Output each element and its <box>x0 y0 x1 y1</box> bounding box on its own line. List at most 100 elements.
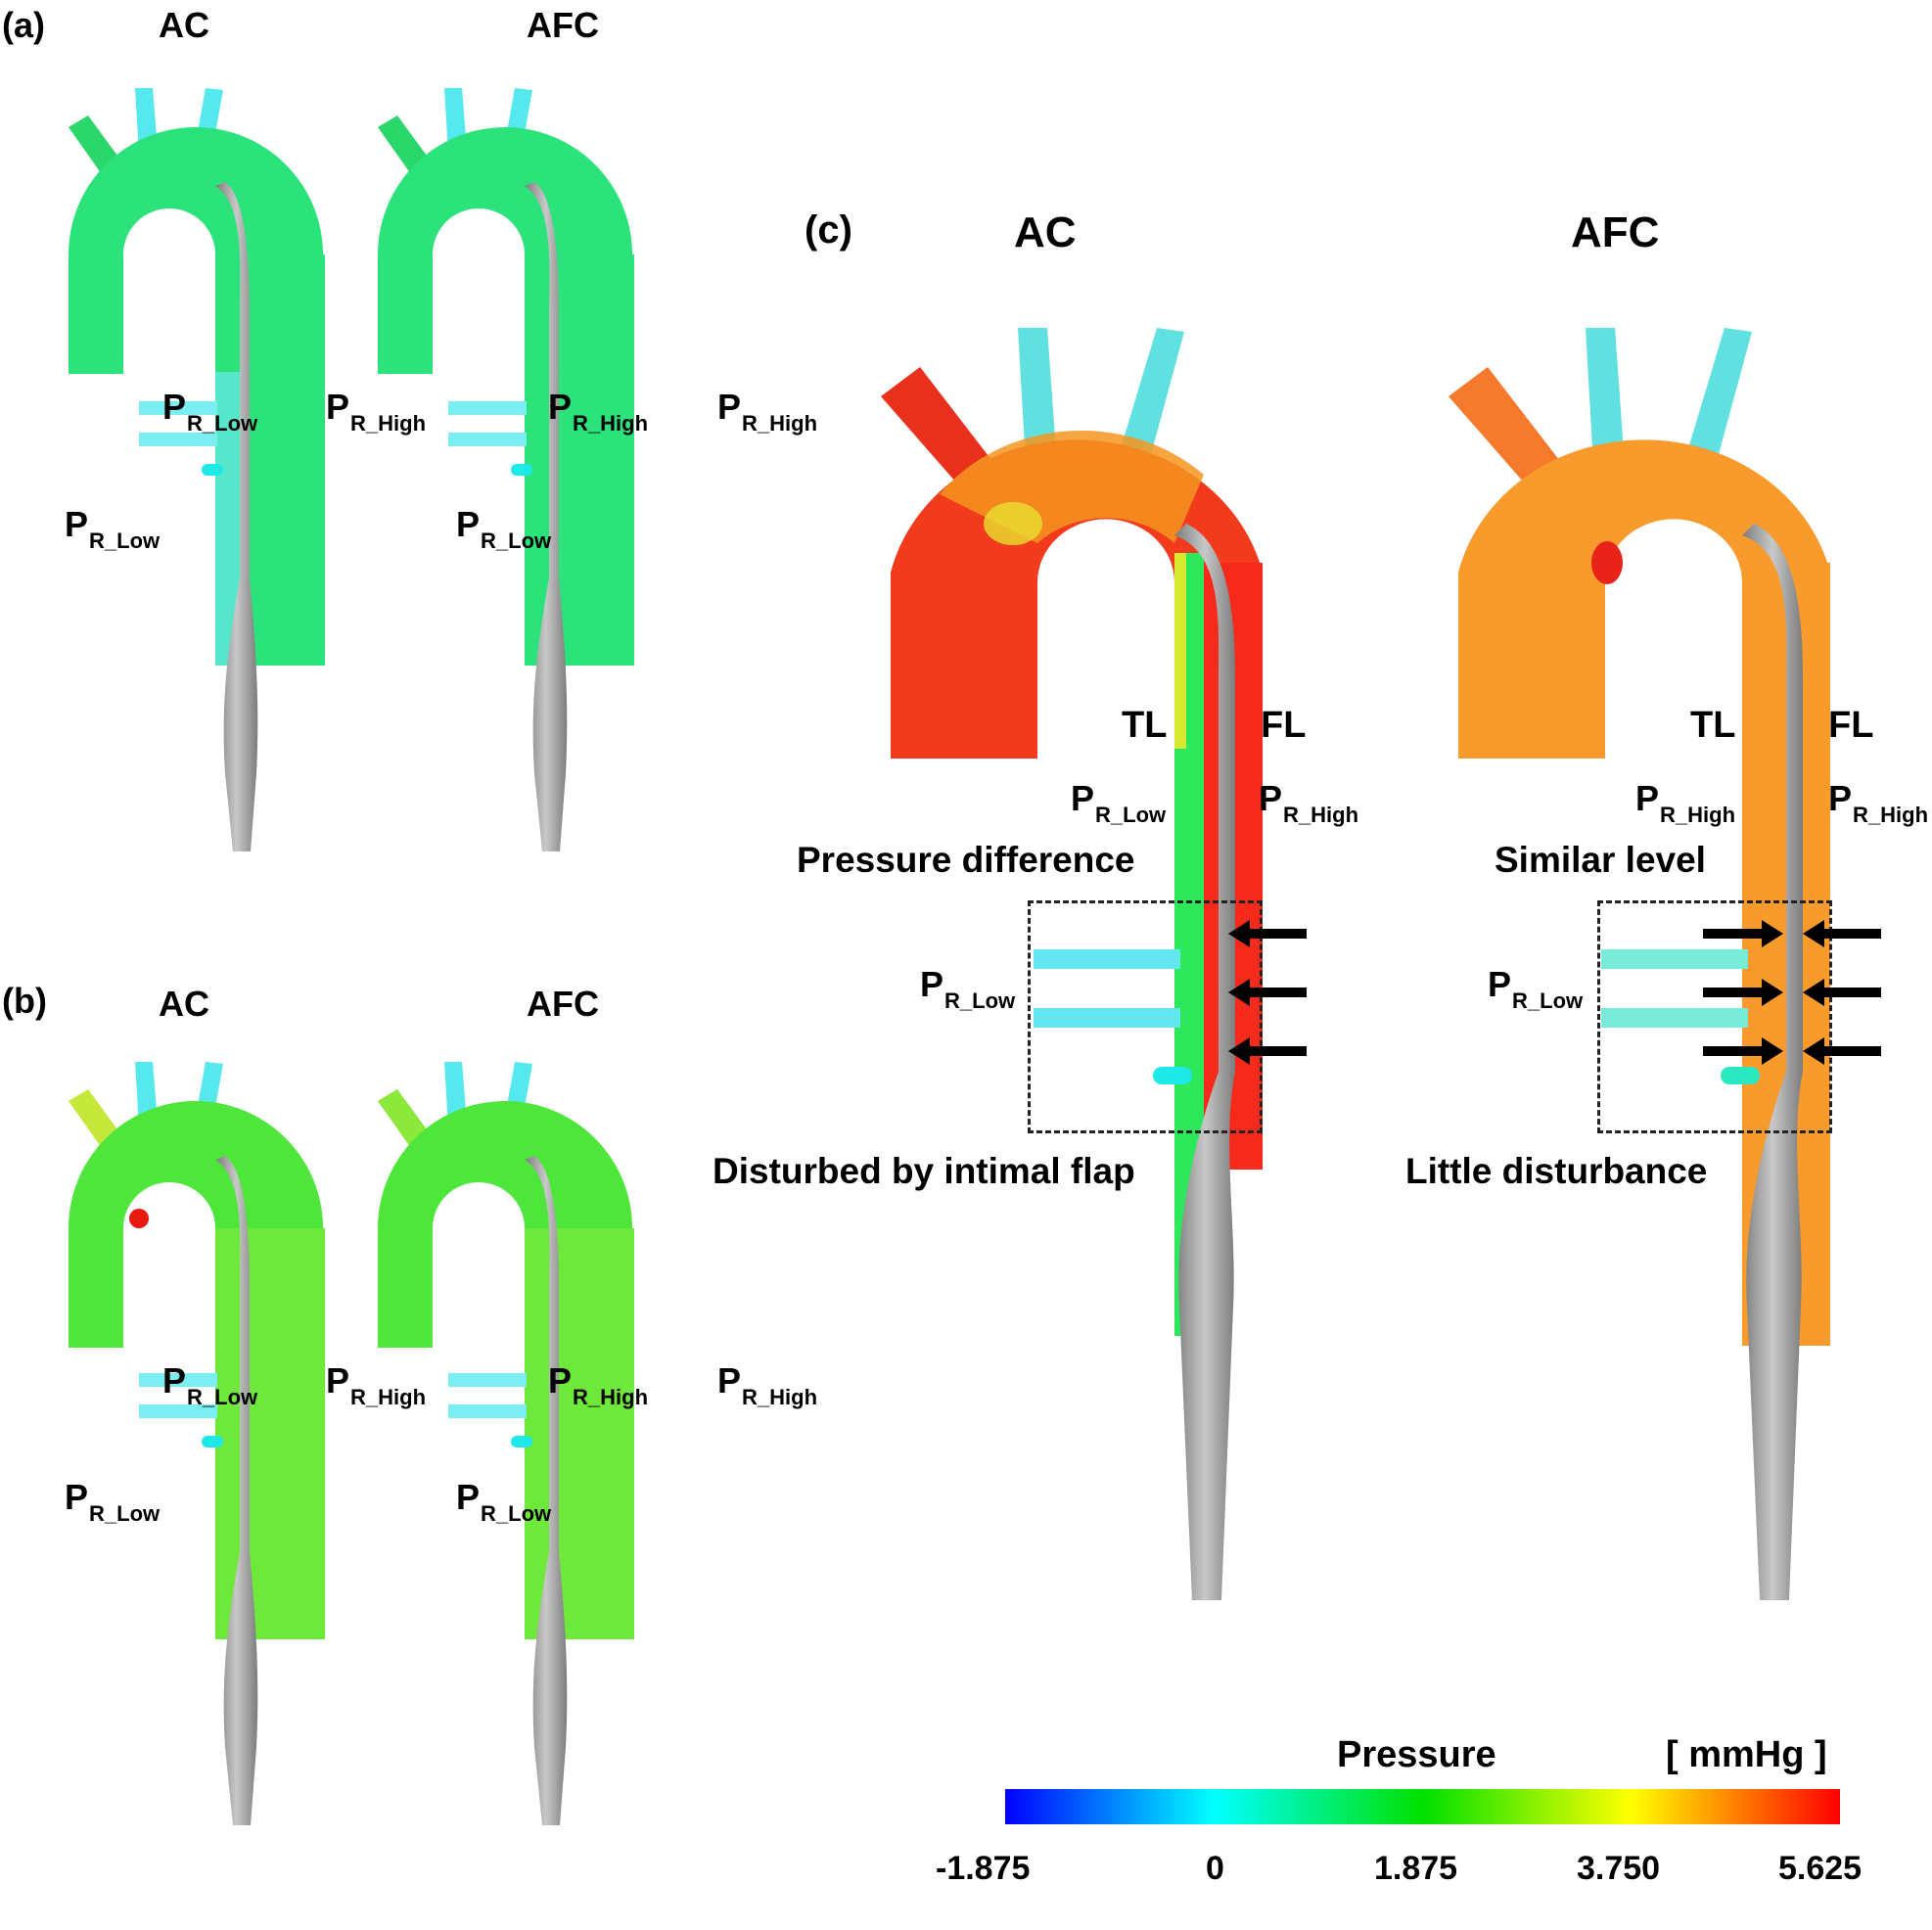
small-branch <box>202 464 223 476</box>
panel-c-ac-highlight-box <box>1028 900 1263 1133</box>
panel-c-afc-note-similar-level: Similar level <box>1495 840 1706 880</box>
carotid-branch <box>1586 328 1625 465</box>
renal-branch-1 <box>1034 949 1180 969</box>
renal-branch-2 <box>1601 1008 1748 1028</box>
descending-aorta <box>525 1228 634 1639</box>
renal-branch-2 <box>1034 1008 1180 1028</box>
panel-a-afc-renal-pressure-label: PR_Low <box>456 504 552 553</box>
panel-c-letter: (c) <box>805 208 852 252</box>
panel-a-afc-aorta <box>378 88 634 851</box>
panel-c-ac-tl-pressure-label: PR_Low <box>1071 778 1167 827</box>
panel-c-afc-fl-label: FL <box>1828 705 1874 746</box>
arch-body <box>1458 439 1830 1170</box>
panel-a-afc-fl-pressure-label: PR_High <box>717 387 818 436</box>
panel-b-afc-tl-pressure-label: PR_High <box>548 1360 649 1409</box>
stent-graft <box>215 1156 258 1825</box>
small-branch <box>202 1436 223 1448</box>
panel-b-ac-fl-pressure-label: PR_High <box>326 1360 427 1409</box>
panel-c-afc-note-little-disturbance: Little disturbance <box>1405 1151 1708 1191</box>
panel-a-ac-aorta <box>69 88 325 851</box>
arrow-icon <box>1228 920 1307 1065</box>
colorbar-tick-1: -1.875 <box>936 1850 1031 1887</box>
panel-c-ac-renal-pressure-label: PR_Low <box>920 964 1016 1013</box>
panel-a-afc-tl-pressure-label: PR_High <box>548 387 649 436</box>
panel-a-ac-tl-pressure-label: PR_Low <box>162 387 258 436</box>
small-branch <box>1153 1067 1192 1084</box>
panel-c-afc-tl-label: TL <box>1690 705 1736 746</box>
renal-branch-2 <box>139 1404 217 1418</box>
arch-body <box>891 439 1263 1170</box>
small-branch <box>511 464 532 476</box>
small-branch <box>511 1436 532 1448</box>
stent-graft <box>525 182 568 851</box>
panel-a-ac-renal-pressure-label: PR_Low <box>65 504 161 553</box>
aorta-model <box>69 1062 325 1825</box>
panel-c-ac-fl-pressure-label: PR_High <box>1259 778 1359 827</box>
panel-b-ac-tl-pressure-label: PR_Low <box>162 1360 258 1409</box>
true-lumen-upper <box>1174 553 1186 749</box>
panel-c-afc-renal-pressure-label: PR_Low <box>1488 964 1584 1013</box>
panel-c-afc-tl-pressure-label: PR_High <box>1635 778 1736 827</box>
panel-a-ac-title: AC <box>159 5 209 45</box>
colorbar-tick-5: 5.625 <box>1778 1850 1863 1887</box>
subclavian-branch <box>1116 328 1184 469</box>
panel-b-afc-aorta <box>378 1062 634 1825</box>
arch-yellow-spot <box>984 502 1042 545</box>
renal-branch-1 <box>139 1373 217 1387</box>
small-branch <box>1721 1067 1760 1084</box>
panel-c-afc-aorta <box>1449 328 1830 1600</box>
arrow-icon <box>1803 920 1881 1065</box>
panel-a-ac-fl-pressure-label: PR_High <box>326 387 427 436</box>
panel-c-ac-arrows <box>1228 920 1307 1065</box>
panel-b-ac-renal-pressure-label: PR_Low <box>65 1477 161 1526</box>
aorta-model <box>881 328 1263 1600</box>
colorbar-gradient <box>1005 1789 1840 1824</box>
colorbar-unit: [ mmHg ] <box>1666 1734 1827 1775</box>
stent-graft <box>215 182 258 851</box>
panel-b-afc-title: AFC <box>527 984 599 1024</box>
panel-c-ac-note-disturbed: Disturbed by intimal flap <box>713 1151 1135 1191</box>
renal-branch-2 <box>448 433 527 446</box>
high-pressure-spot <box>129 1209 149 1228</box>
colorbar-title: Pressure <box>1337 1734 1496 1775</box>
stent-graft <box>1174 524 1235 1600</box>
aorta-model <box>1449 328 1830 1600</box>
colorbar-tick-4: 3.750 <box>1577 1850 1661 1887</box>
renal-branch-1 <box>139 401 217 415</box>
panel-b-afc-fl-pressure-label: PR_High <box>717 1360 818 1409</box>
renal-branch-1 <box>1601 949 1748 969</box>
stent-graft <box>525 1156 568 1825</box>
carotid-branch <box>1018 328 1057 465</box>
panel-c-afc-arrows-right <box>1803 920 1881 1065</box>
panel-c-ac-note-pressure-difference: Pressure difference <box>797 840 1135 880</box>
aorta-model <box>378 1062 634 1825</box>
panel-b-ac-aorta <box>69 1062 325 1825</box>
colorbar-tick-3: 1.875 <box>1374 1850 1458 1887</box>
aorta-model <box>69 88 325 851</box>
renal-branch-2 <box>448 1404 527 1418</box>
renal-branch-1 <box>448 401 527 415</box>
panel-a-letter: (a) <box>2 5 45 45</box>
renal-branch-2 <box>139 433 217 446</box>
panel-b-ac-title: AC <box>159 984 209 1024</box>
panel-c-afc-highlight-box <box>1597 900 1832 1133</box>
descending-aorta <box>525 254 634 666</box>
panel-c-afc-fl-pressure-label: PR_High <box>1828 778 1929 827</box>
subclavian-branch <box>1683 328 1752 469</box>
colorbar-tick-2: 0 <box>1206 1850 1224 1887</box>
descending-aorta <box>215 1228 325 1639</box>
panel-c-ac-fl-label: FL <box>1261 705 1307 746</box>
panel-c-ac-tl-label: TL <box>1122 705 1168 746</box>
arrow-icon <box>1703 920 1783 1065</box>
panel-c-ac-aorta <box>881 328 1263 1600</box>
panel-c-afc-arrows-left <box>1703 920 1783 1065</box>
panel-a-afc-title: AFC <box>527 5 599 45</box>
panel-c-afc-title: AFC <box>1571 208 1660 256</box>
stent-graft <box>1742 524 1803 1600</box>
renal-branch-1 <box>448 1373 527 1387</box>
panel-b-afc-renal-pressure-label: PR_Low <box>456 1477 552 1526</box>
aorta-model <box>378 88 634 851</box>
panel-b-letter: (b) <box>2 981 47 1021</box>
arch-red-spot <box>1591 541 1623 584</box>
panel-c-ac-title: AC <box>1014 208 1077 256</box>
